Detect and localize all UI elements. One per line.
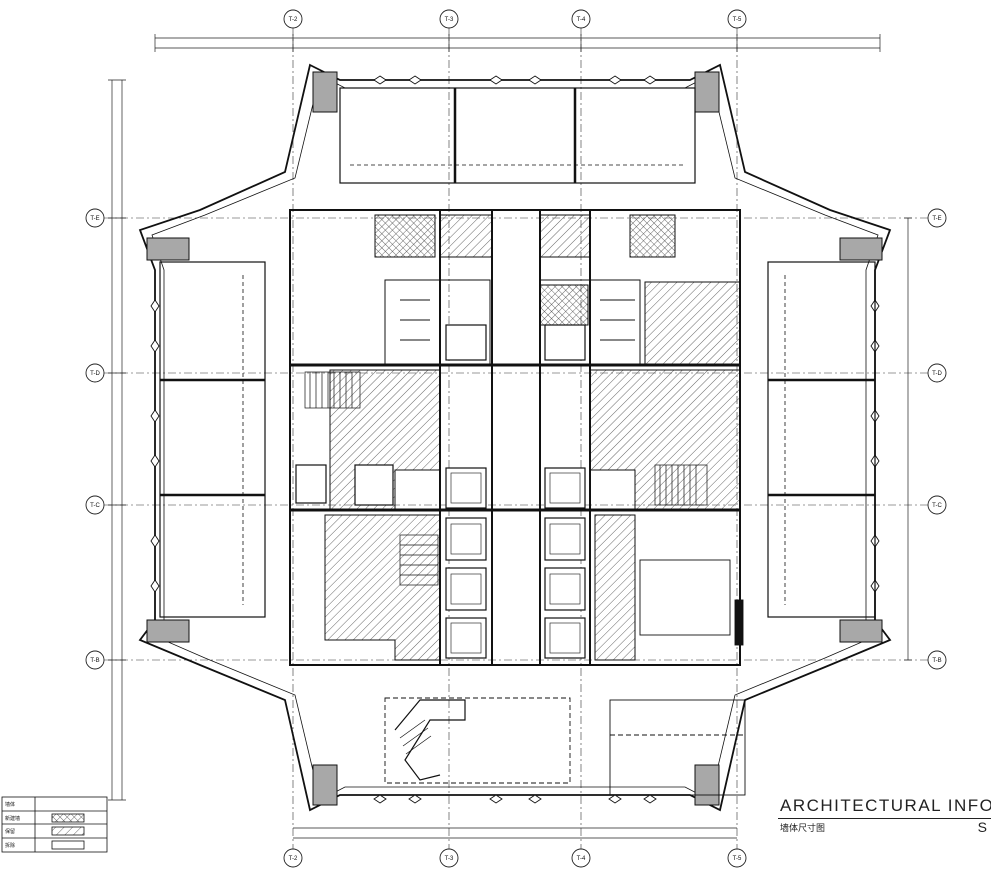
legend-swatch-hatch <box>51 826 85 836</box>
drawing-title: ARCHITECTURAL INFO. <box>780 796 991 815</box>
perimeter-offices <box>159 87 876 618</box>
legend-label-4: 拆除 <box>5 842 15 849</box>
grid-label-bottom-2: T-3 <box>445 856 454 862</box>
grid-lines <box>104 28 930 850</box>
lobby-bottom <box>384 559 746 796</box>
grid-labels-left: T-E T-D T-C T-B <box>90 216 100 664</box>
grid-label-top-3: T-4 <box>577 17 586 23</box>
title-block: ARCHITECTURAL INFO. 墙体尺寸图 S <box>778 794 991 854</box>
grid-label-left-1: T-E <box>90 216 99 222</box>
legend-label-3: 保留 <box>5 828 15 835</box>
legend-swatch-crosshatch <box>51 813 85 823</box>
sheet-code: S <box>977 819 987 835</box>
grid-label-bottom-3: T-4 <box>577 856 586 862</box>
legend-table <box>1 796 108 853</box>
grid-label-right-1: T-E <box>932 216 941 222</box>
grid-label-left-4: T-B <box>90 658 99 664</box>
grid-label-left-2: T-D <box>90 371 100 377</box>
grid-labels-bottom: T-2 T-3 T-4 T-5 <box>289 856 742 862</box>
grid-label-right-4: T-B <box>932 658 941 664</box>
grid-label-top-4: T-5 <box>733 17 742 23</box>
drawing-subtitle: 墙体尺寸图 <box>780 823 826 833</box>
stairs <box>304 371 708 781</box>
corner-columns <box>146 71 883 806</box>
legend-labels: 墙体 新建墙 保留 拆除 <box>5 801 20 849</box>
grid-labels-right: T-E T-D T-C T-B <box>932 216 942 664</box>
grid-label-top-1: T-2 <box>289 17 298 23</box>
title-underline <box>778 818 991 819</box>
grid-bubbles <box>85 9 947 868</box>
grid-label-bottom-1: T-2 <box>289 856 298 862</box>
grid-label-bottom-4: T-5 <box>733 856 742 862</box>
legend-swatch-empty <box>51 840 85 850</box>
grid-label-right-3: T-C <box>932 503 942 509</box>
legend-label-1: 墙体 <box>5 801 15 808</box>
grid-label-left-3: T-C <box>90 503 100 509</box>
dimension-lines <box>108 34 912 839</box>
grid-labels-top: T-2 T-3 T-4 T-5 <box>289 17 742 23</box>
core-walls-hatched <box>324 214 741 661</box>
legend-label-2: 新建墙 <box>5 815 20 822</box>
perimeter-mullions <box>150 75 880 804</box>
elevator-cabs <box>450 472 581 654</box>
grid-label-top-2: T-3 <box>445 17 454 23</box>
upper-core-rooms <box>384 279 641 366</box>
grid-label-right-2: T-D <box>932 371 942 377</box>
elevator-shafts <box>295 324 586 659</box>
